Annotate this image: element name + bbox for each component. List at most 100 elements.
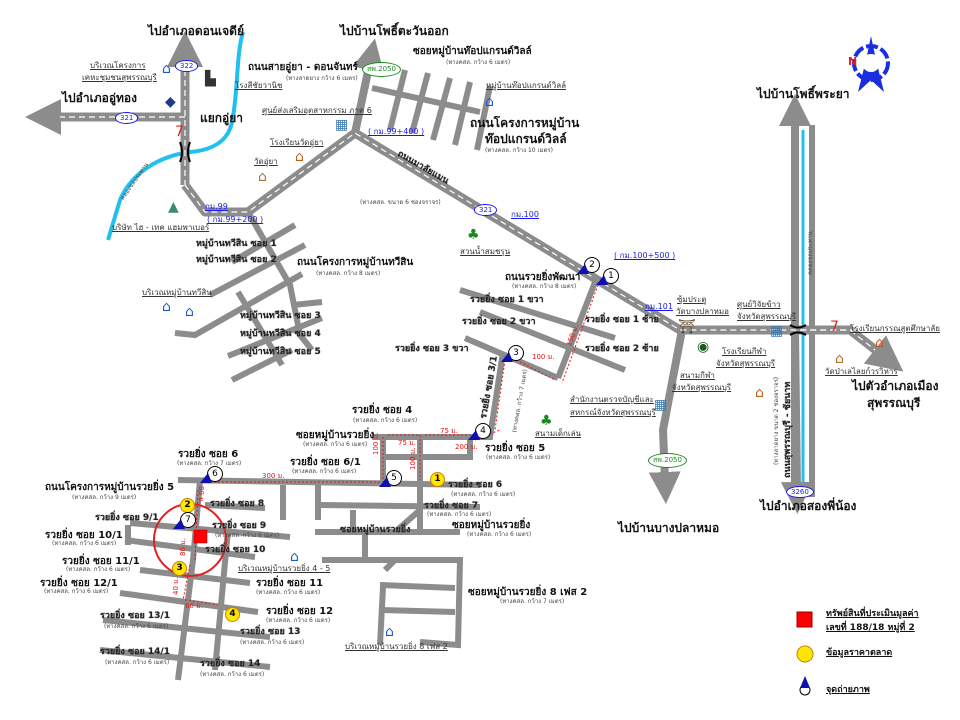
label-to-mueang-2: สุพรรณบุรี bbox=[867, 396, 921, 410]
ptt-station-icon: ◆ bbox=[165, 94, 176, 110]
label-village45-area: บริเวณหมู่บ้านรวยยิ่ง 4 - 5 bbox=[238, 564, 331, 573]
label-soi7: รวยยิ่ง ซอย 7 bbox=[424, 501, 479, 511]
label-dist-80b: 80 ม. bbox=[197, 486, 205, 504]
temple-icon: ⌂ bbox=[835, 351, 844, 367]
compass-letter: N bbox=[848, 55, 858, 68]
label-soi11: รวยยิ่ง ซอย 11 bbox=[256, 578, 324, 589]
route-badge: 321 bbox=[474, 204, 498, 216]
building-icon: ▦ bbox=[654, 397, 668, 413]
legend-property-number: เลขที่ 188/18 หมู่ที่ 2 bbox=[826, 623, 915, 633]
label-dist-75b: 75 ม. bbox=[440, 427, 458, 435]
label-soi13-sub: (ทางคสล. กว้าง 6 เมตร) bbox=[240, 639, 305, 646]
label-soi9-sub: (ทางคสล. กว้าง 6 เมตร) bbox=[215, 532, 280, 539]
market-data-point[interactable]: 3 bbox=[172, 561, 187, 576]
label-d300: 300 ม. bbox=[262, 472, 285, 480]
label-u-ya-road: ถนนสายอู่ยา - ดอนจันทร์ bbox=[248, 62, 358, 73]
label-km100-500: ( กม.100+500 ) bbox=[614, 251, 676, 260]
label-ruaying-phatthana: ถนนรวยยิ่งพัฒนา bbox=[505, 272, 581, 283]
label-soi13-1-sub: (ทางคสล. กว้าง 6 เมตร) bbox=[104, 623, 169, 630]
label-soi6-east: รวยยิ่ง ซอย 6 bbox=[448, 480, 503, 490]
factory-icon: ▙ bbox=[205, 71, 216, 87]
school-icon: ⌂ bbox=[755, 385, 764, 401]
label-thawisin-soi-3: หมู่บ้านทวีสิน ซอย 3 bbox=[240, 311, 321, 321]
legend-market-swatch bbox=[796, 645, 814, 663]
road-right-south bbox=[780, 329, 813, 514]
bridge-icon bbox=[179, 141, 807, 336]
label-d200: 200 ม. bbox=[455, 443, 478, 451]
housing-icon: ⌂ bbox=[485, 94, 494, 110]
housing-icon: ⌂ bbox=[185, 304, 194, 320]
photo-point[interactable]: 3 bbox=[501, 345, 524, 362]
stadium-icon: ◉ bbox=[697, 339, 710, 355]
housing-icon: ⌂ bbox=[162, 61, 171, 77]
photo-point[interactable]: 2 bbox=[577, 257, 600, 274]
label-soi6-1-sub: (ทางคสล. กว้าง 6 เมตร) bbox=[292, 468, 357, 475]
label-village-soi-east: ซอยหมู่บ้านรวยยิ่ง bbox=[452, 520, 531, 531]
label-soi6-sub: (ทางคสล. กว้าง 7 เมตร) bbox=[177, 460, 242, 467]
label-soi3-right: รวยยิ่ง ซอย 3 ขวา bbox=[395, 344, 469, 354]
label-u-ya-school: โรงเรียนวัดอู่ยา bbox=[270, 138, 324, 147]
label-to-mueang-1: ไปตัวอำเภอเมือง bbox=[852, 379, 939, 393]
north-arrow-icon bbox=[852, 36, 890, 92]
building-icon: ▦ bbox=[335, 117, 349, 133]
label-dist-100b: 100 ม. bbox=[409, 447, 417, 470]
label-soi13-1: รวยยิ่ง ซอย 13/1 bbox=[100, 611, 170, 621]
photo-point[interactable]: 7 bbox=[173, 512, 196, 529]
label-soi10-1: รวยยิ่ง ซอย 10/1 bbox=[45, 530, 123, 541]
legend-property-swatch bbox=[796, 611, 813, 628]
label-soi9-1: รวยยิ่ง ซอย 9/1 bbox=[95, 513, 159, 523]
label-thawisin-road: ถนนโครงการหมู่บ้านทวีสิน bbox=[297, 257, 414, 268]
label-soi11-1-sub: (ทางคสล. กว้าง 6 เมตร) bbox=[66, 566, 131, 573]
photo-point[interactable]: 6 bbox=[200, 466, 223, 483]
photo-point[interactable]: 1 bbox=[596, 268, 619, 285]
label-village8-area: บริเวณหมู่บ้านรวยยิ่ง 8 เฟส 2 bbox=[345, 642, 448, 651]
label-km99: กม.99 bbox=[205, 202, 228, 211]
label-rice-center-province: จังหวัดสุพรรณบุรี bbox=[737, 312, 797, 321]
label-top-grand-road-1: ถนนโครงการหมู่บ้าน bbox=[470, 116, 580, 130]
label-industry-center: ศูนย์ส่งเสริมอุตสาหกรรม ภาค 6 bbox=[262, 106, 372, 115]
label-d100: 100 ม. bbox=[372, 432, 380, 455]
label-soi14-sub: (ทางคสล. กว้าง 6 เมตร) bbox=[200, 671, 265, 678]
temple-icon: ⌂ bbox=[258, 169, 267, 185]
label-top-grand-village: หมู่บ้านท๊อปแกรนด์วิลล์ bbox=[486, 81, 566, 90]
photo-point[interactable]: 5 bbox=[379, 470, 402, 487]
label-soi4-sub: (ทางคสล. กว้าง 6 เมตร) bbox=[353, 417, 418, 424]
label-soi5-sub: (ทางคสล. กว้าง 6 เมตร) bbox=[486, 454, 551, 461]
label-km100: กม.100 bbox=[511, 210, 539, 219]
market-data-point[interactable]: 4 bbox=[225, 607, 240, 622]
photo-point[interactable]: 4 bbox=[468, 423, 491, 440]
local-roads bbox=[99, 69, 627, 681]
label-malaiman-sub: (ทางคสล. ขนาด 6 ช่องจราจร) bbox=[360, 199, 441, 206]
housing-icon: ⌂ bbox=[385, 624, 394, 640]
label-to-bang-pla-mo: ไปบ้านบางปลาหมอ bbox=[618, 521, 720, 535]
school-icon: ⌂ bbox=[295, 149, 304, 165]
label-right-canal: คลองชลประทาน bbox=[807, 231, 814, 275]
market-data-point[interactable]: 2 bbox=[180, 498, 195, 513]
label-soi11-sub: (ทางคสล. กว้าง 6 เมตร) bbox=[256, 589, 321, 596]
label-water-park: สวนน้ำสมชรุน bbox=[460, 247, 511, 256]
label-company: บริษัท ไฮ - เทค แฮมพาเบอร์ bbox=[112, 223, 210, 232]
label-soi14: รวยยิ่ง ซอย 14 bbox=[200, 659, 261, 669]
label-to-u-thong: ไปอำเภออู่ทอง bbox=[62, 91, 137, 105]
label-playground: สนามเด็กเล่น bbox=[535, 429, 581, 438]
label-soi1-left: รวยยิ่ง ซอย 1 ซ้าย bbox=[585, 315, 659, 325]
market-data-point[interactable]: 1 bbox=[430, 472, 445, 487]
legend-property-label: ทรัพย์สินที่ประเมินมูลค่า bbox=[826, 609, 919, 619]
label-village-soi-east-sub: (ทางคสล. กว้าง 6 เมตร) bbox=[467, 531, 532, 538]
label-soi14-1: รวยยิ่ง ซอย 14/1 bbox=[100, 647, 170, 657]
label-rice-mill: โรงสีชัยวานิช bbox=[235, 81, 283, 90]
label-soi6: รวยยิ่ง ซอย 6 bbox=[178, 449, 239, 460]
label-thawisin-soi-4: หมู่บ้านทวีสิน ซอย 4 bbox=[240, 329, 321, 339]
label-village-soi-sub: (ทางคสล. กว้าง 6 เมตร) bbox=[303, 441, 368, 448]
label-soi8: รวยยิ่ง ซอย 8 bbox=[210, 499, 265, 509]
label-kannasut-school: โรงเรียนกรรณสูตศึกษาลัย bbox=[850, 324, 940, 333]
label-soi12-sub: (ทางคสล. กว้าง 6 เมตร) bbox=[266, 617, 331, 624]
route-badge: สพ.2050 bbox=[648, 453, 687, 468]
label-soi2-left: รวยยิ่ง ซอย 2 ซ้าย bbox=[585, 344, 659, 354]
label-thawisin-soi-5: หมู่บ้านทวีสิน ซอย 5 bbox=[240, 347, 321, 357]
label-soi11-1: รวยยิ่ง ซอย 11/1 bbox=[62, 556, 140, 567]
label-sub-8m: (ทางคสล. กว้าง 8 เมตร) bbox=[316, 270, 381, 277]
subject-property-marker[interactable] bbox=[193, 529, 208, 544]
route-badge: สพ.2050 bbox=[362, 62, 401, 77]
label-km99-400: ( กม.99+400 ) bbox=[368, 127, 425, 136]
